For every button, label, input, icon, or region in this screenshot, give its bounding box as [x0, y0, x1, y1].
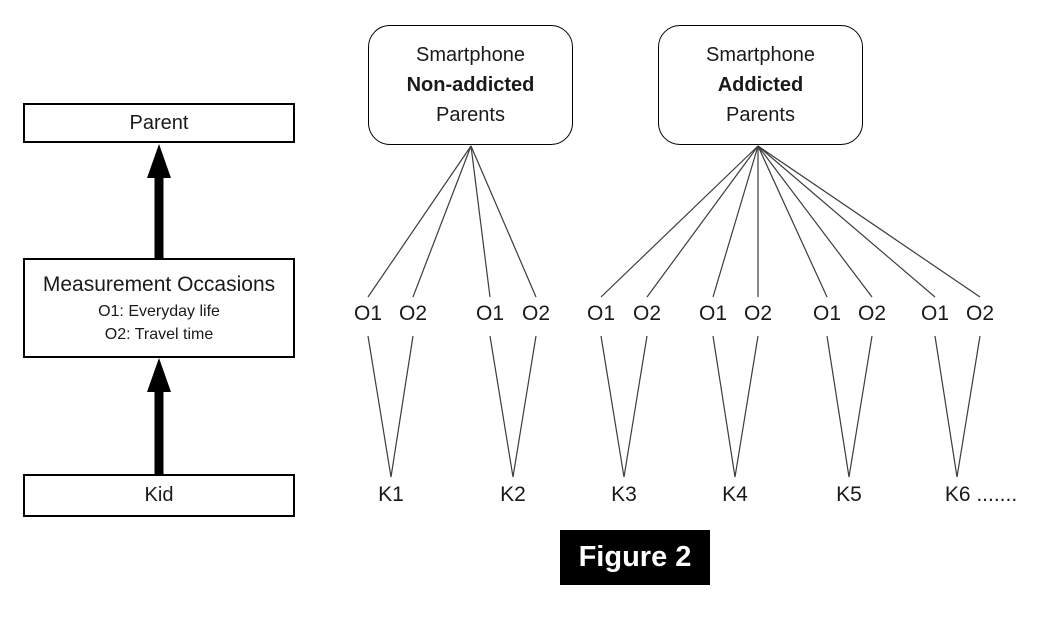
addicted-parents-box: Smartphone Addicted Parents — [658, 25, 863, 145]
measurement-occasions-title: Measurement Occasions — [42, 273, 276, 296]
occasion-label: O2 — [398, 302, 428, 325]
measurement-occasion-1-label: O1: Everyday life — [98, 303, 220, 320]
kid-box-label: Kid — [144, 484, 174, 506]
arrow-occasions-to-parent — [147, 144, 171, 258]
occasion-label: O1 — [353, 302, 383, 325]
non-addicted-parents-box: Smartphone Non-addicted Parents — [368, 25, 573, 145]
group-line-3: Parents — [436, 104, 505, 126]
group-line-3: Parents — [726, 104, 795, 126]
kid-label: K6 ....... — [944, 483, 1018, 506]
occasion-label: O1 — [475, 302, 505, 325]
kid-label: K5 — [836, 483, 862, 506]
occasion-label: O1 — [920, 302, 950, 325]
occasion-label: O1 — [698, 302, 728, 325]
figure-caption-label: Figure 2 — [578, 541, 692, 573]
occasion-label: O2 — [632, 302, 662, 325]
kid-label: K2 — [500, 483, 526, 506]
measurement-occasion-2-label: O2: Travel time — [104, 326, 214, 343]
group-line-2: Non-addicted — [406, 74, 535, 96]
fan-lines-non-addicted — [367, 145, 537, 298]
kid-label: K3 — [611, 483, 637, 506]
occasion-label: O1 — [586, 302, 616, 325]
occasion-label: O2 — [965, 302, 995, 325]
fan-lines-addicted — [600, 145, 981, 298]
measurement-occasions-box: Measurement Occasions O1: Everyday life … — [23, 258, 295, 358]
group-line-1: Smartphone — [416, 44, 525, 66]
arrow-kid-to-occasions — [147, 358, 171, 474]
group-line-2: Addicted — [717, 74, 804, 96]
occasion-label: O2 — [521, 302, 551, 325]
parent-box-label: Parent — [129, 111, 189, 134]
occasion-label: O1 — [812, 302, 842, 325]
parent-box: Parent — [23, 103, 295, 143]
kid-box: Kid — [23, 474, 295, 517]
occasion-label: O2 — [857, 302, 887, 325]
kid-label: K1 — [378, 483, 404, 506]
group-line-1: Smartphone — [706, 44, 815, 66]
occasion-to-kid-lines — [367, 335, 981, 478]
figure-caption-badge: Figure 2 — [560, 530, 710, 585]
occasion-label: O2 — [743, 302, 773, 325]
kid-label: K4 — [722, 483, 748, 506]
